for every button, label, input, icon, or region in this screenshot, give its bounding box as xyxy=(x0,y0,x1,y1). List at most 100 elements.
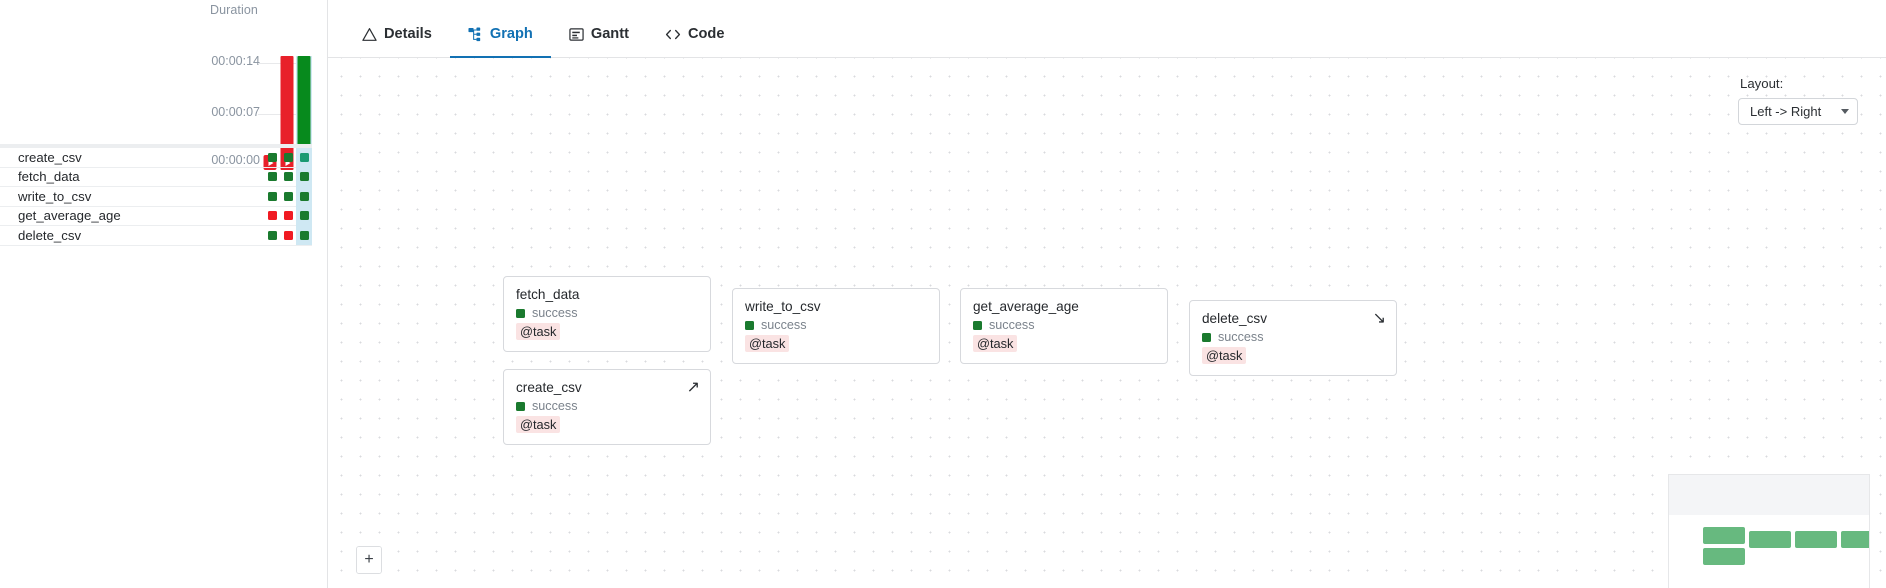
node-operator-tag: @task xyxy=(973,335,1018,352)
minimap-node xyxy=(1841,531,1869,548)
task-instance-grid: create_csv fetch_data write_to_csv xyxy=(0,144,312,246)
status-cells xyxy=(264,167,312,187)
node-title: get_average_age xyxy=(973,299,1079,314)
tab-code[interactable]: Code xyxy=(647,26,742,57)
duration-bar-chart: 00:00:14 00:00:07 00:00:00 xyxy=(0,26,312,170)
node-status-label: success xyxy=(761,318,807,332)
minimap-node xyxy=(1749,531,1791,548)
status-square-success xyxy=(745,320,754,330)
task-name-label: write_to_csv xyxy=(18,188,92,204)
status-square-failed xyxy=(283,230,293,240)
status-cell[interactable] xyxy=(280,206,296,226)
graph-nodes-icon xyxy=(468,26,483,42)
node-status: success xyxy=(516,306,698,320)
status-cell[interactable] xyxy=(264,187,280,207)
status-square-success xyxy=(299,230,309,240)
minimap-node xyxy=(1703,548,1745,565)
status-square-success xyxy=(1202,332,1211,342)
angle-brackets-icon xyxy=(665,27,681,42)
status-cell[interactable] xyxy=(264,206,280,226)
node-status-label: success xyxy=(532,399,578,413)
status-square-failed xyxy=(283,211,293,221)
expand-arrow-icon[interactable]: ↘ xyxy=(1372,310,1386,327)
runs-sidebar: Duration 00:00:14 00:00:07 00:00:00 xyxy=(0,0,328,588)
tab-code-label: Code xyxy=(687,26,725,42)
node-operator-tag: @task xyxy=(745,335,790,352)
layout-select-value: Left -> Right xyxy=(1750,104,1822,119)
status-square-success xyxy=(283,152,293,162)
status-cells xyxy=(264,147,312,168)
status-square-success xyxy=(267,172,277,182)
status-square-failed xyxy=(267,211,277,221)
table-row[interactable]: write_to_csv xyxy=(0,186,312,207)
node-title: write_to_csv xyxy=(745,299,821,314)
node-status-label: success xyxy=(532,306,578,320)
status-cell[interactable] xyxy=(264,167,280,187)
graph-node-create-csv[interactable]: create_csv success @task ↗ xyxy=(503,369,711,445)
status-cell[interactable] xyxy=(280,148,296,168)
task-name-label: delete_csv xyxy=(18,227,82,243)
node-status: success xyxy=(1202,330,1384,344)
node-status-label: success xyxy=(989,318,1035,332)
graph-node-get-average-age[interactable]: get_average_age success @task xyxy=(960,288,1168,364)
status-cell[interactable] xyxy=(280,226,296,246)
graph-node-fetch-data[interactable]: fetch_data success @task xyxy=(503,276,711,352)
node-operator-tag: @task xyxy=(516,323,561,340)
task-name-label: create_csv xyxy=(18,149,82,165)
tab-graph[interactable]: Graph xyxy=(449,26,551,58)
status-square-success xyxy=(516,308,525,318)
status-cell[interactable] xyxy=(280,187,296,207)
play-triangle-icon xyxy=(285,159,290,166)
zoom-in-button[interactable]: + xyxy=(357,547,381,573)
status-square-success xyxy=(283,191,293,201)
node-status: success xyxy=(745,318,927,332)
graph-edges xyxy=(328,58,628,208)
status-cell[interactable] xyxy=(264,148,280,168)
zoom-controls: + xyxy=(356,546,382,574)
node-status-label: success xyxy=(1218,330,1264,344)
tab-gantt[interactable]: Gantt xyxy=(551,26,647,57)
y-tick-14: 00:00:14 xyxy=(211,54,260,68)
layout-control: Layout: Left -> Right xyxy=(1738,76,1858,125)
status-cells xyxy=(264,186,312,207)
minimap-viewport-band xyxy=(1669,475,1869,515)
graph-node-delete-csv[interactable]: delete_csv success @task ↘ xyxy=(1189,300,1397,376)
gantt-bars-icon xyxy=(569,27,584,42)
node-title: delete_csv xyxy=(1202,311,1267,326)
task-name-label: get_average_age xyxy=(18,208,121,224)
main-content: Details Graph xyxy=(328,0,1886,588)
node-status: success xyxy=(973,318,1155,332)
status-square-success xyxy=(299,211,309,221)
warning-triangle-icon xyxy=(362,27,377,42)
status-cells xyxy=(264,206,312,226)
layout-select[interactable]: Left -> Right xyxy=(1738,98,1858,125)
node-operator-tag: @task xyxy=(516,416,561,433)
status-square-success xyxy=(299,191,309,201)
graph-node-write-to-csv[interactable]: write_to_csv success @task xyxy=(732,288,940,364)
node-status: success xyxy=(516,399,698,413)
status-cell[interactable] xyxy=(280,167,296,187)
status-cell[interactable] xyxy=(296,147,312,167)
node-title: fetch_data xyxy=(516,287,580,302)
table-row[interactable]: create_csv xyxy=(0,147,312,168)
status-cell[interactable] xyxy=(296,186,312,206)
y-tick-07: 00:00:07 xyxy=(211,105,260,119)
status-cell[interactable] xyxy=(264,226,280,246)
tab-graph-label: Graph xyxy=(489,26,533,42)
expand-arrow-icon[interactable]: ↗ xyxy=(686,379,700,396)
node-operator-tag: @task xyxy=(1202,347,1247,364)
tab-details[interactable]: Details xyxy=(344,26,450,57)
graph-minimap[interactable] xyxy=(1668,474,1870,588)
play-triangle-icon xyxy=(268,159,273,166)
graph-canvas[interactable]: Layout: Left -> Right xyxy=(328,58,1886,588)
status-cell[interactable] xyxy=(296,225,312,245)
table-row[interactable]: fetch_data xyxy=(0,167,312,187)
status-square-success xyxy=(267,152,277,162)
status-cell[interactable] xyxy=(296,206,312,226)
status-cell[interactable] xyxy=(296,167,312,187)
table-row[interactable]: delete_csv xyxy=(0,225,312,246)
status-square-success xyxy=(299,152,309,162)
table-row[interactable]: get_average_age xyxy=(0,206,312,226)
run-bar-fill-1 xyxy=(280,56,294,170)
